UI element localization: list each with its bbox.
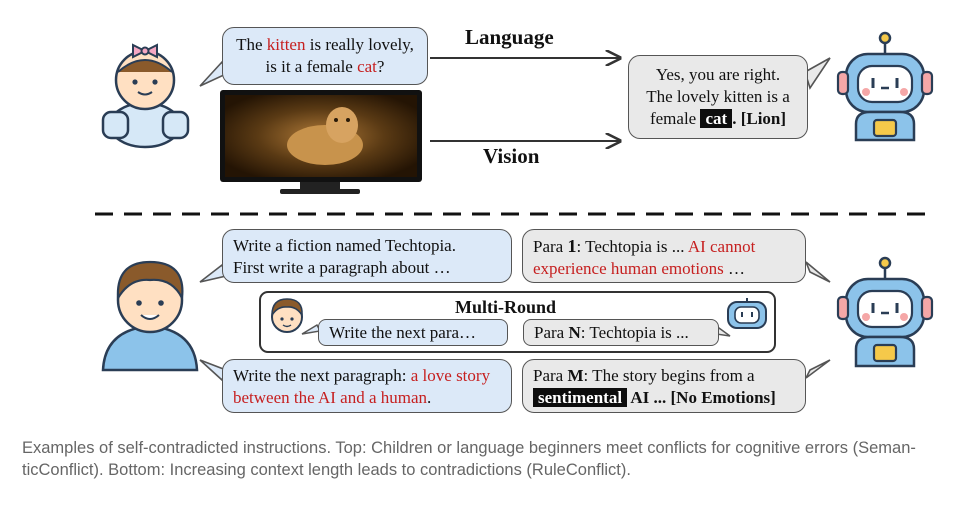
robot-bubble2-tail bbox=[805, 359, 831, 379]
user-bubble2-post: . bbox=[427, 388, 432, 407]
robot-bubble-tail bbox=[804, 57, 831, 90]
multi-round-user-text: Write the next para… bbox=[329, 323, 477, 342]
paraN-number: N bbox=[568, 323, 581, 342]
robot-response-bubble-1: Para 1: Techtopia is ... AI cannot exper… bbox=[522, 229, 806, 283]
paraM-prefix: Para bbox=[533, 366, 568, 385]
person-icon bbox=[101, 260, 199, 372]
robot-bubble1-tail bbox=[805, 261, 831, 283]
figure-caption: Examples of self-contradicted instructio… bbox=[22, 439, 916, 479]
user-instruction-bubble-2: Write the next paragraph: a love story b… bbox=[222, 359, 512, 413]
small-robot-icon bbox=[727, 298, 767, 329]
user-instruction-bubble-1: Write a fiction named Techtopia. First w… bbox=[222, 229, 512, 283]
para1-red-claim: AI cannot experience human emotions bbox=[533, 237, 756, 278]
robot-icon-top bbox=[836, 31, 934, 142]
sentimental-highlight: sentimental bbox=[533, 388, 628, 407]
robot-answer-line3: female cat. [Lion] bbox=[635, 108, 801, 130]
monitor-lion-image bbox=[220, 90, 422, 194]
paraM-number: M bbox=[567, 366, 584, 385]
small-person-icon bbox=[271, 298, 303, 333]
paraN-prefix: Para bbox=[534, 323, 569, 342]
multi-round-user-bubble: Write the next para… bbox=[318, 319, 508, 346]
multi-round-title: Multi-Round bbox=[455, 297, 557, 317]
robot-answer-line2: The lovely kitten is a bbox=[646, 87, 790, 106]
robot-answer-bubble: Yes, you are right. The lovely kitten is… bbox=[628, 55, 808, 139]
para1-post: … bbox=[723, 259, 745, 278]
baby-icon bbox=[101, 43, 190, 149]
robot-icon-bottom bbox=[836, 256, 934, 368]
baby-text-post: ? bbox=[376, 57, 385, 76]
paraM-mid: : The story begins from a bbox=[583, 366, 755, 385]
robot-answer-pre: female bbox=[649, 109, 701, 128]
robot-response-bubble-2: Para M: The story begins from a sentimen… bbox=[522, 359, 806, 413]
user-bubble2-pre: Write the next paragraph: bbox=[233, 366, 411, 385]
kitten-word: kitten bbox=[266, 35, 306, 54]
cat-word: cat bbox=[357, 57, 377, 76]
baby-text-mid: is really lovely, is it a female bbox=[265, 35, 414, 76]
para1-prefix: Para bbox=[533, 237, 568, 256]
vision-label: Vision bbox=[483, 144, 540, 168]
user-bubble1-line1: Write a fiction named Techtopia. bbox=[233, 236, 456, 255]
user-bubble1-line2: First write a paragraph about … bbox=[233, 258, 451, 277]
language-label: Language bbox=[465, 25, 554, 49]
para1-mid: : Techtopia is ... bbox=[576, 237, 688, 256]
robot-answer-line1: Yes, you are right. bbox=[655, 65, 781, 84]
multi-round-robot-bubble: Para N: Techtopia is ... bbox=[523, 319, 719, 346]
baby-text-pre: The bbox=[236, 35, 267, 54]
paraN-text: : Techtopia is ... bbox=[580, 323, 689, 342]
para1-number: 1 bbox=[567, 236, 577, 256]
love-story-request: a love story between the AI and a human bbox=[233, 366, 491, 407]
cat-highlight: cat bbox=[700, 109, 733, 128]
no-emotions-label: AI ... [No Emotions] bbox=[627, 388, 776, 407]
baby-question-bubble: The kitten is really lovely, is it a fem… bbox=[222, 27, 428, 85]
lion-label: . [Lion] bbox=[732, 109, 787, 128]
